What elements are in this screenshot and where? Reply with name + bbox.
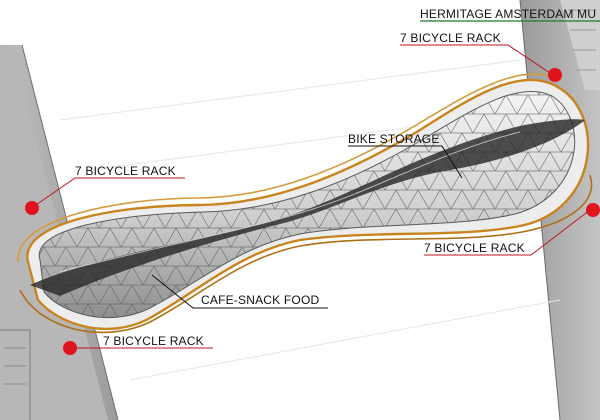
- label-cafe: CAFE-SNACK FOOD: [201, 293, 319, 307]
- pavilion-spine: [30, 119, 585, 296]
- pavilion-edge-bottom: [19, 174, 593, 334]
- leader-lines: [32, 20, 600, 349]
- pavilion-edge-top: [17, 73, 561, 263]
- label-bike-storage: BIKE STORAGE: [348, 132, 440, 146]
- pavilion-lattice: [39, 91, 575, 318]
- pavilion-structure: [17, 73, 593, 334]
- label-rack-top-right: 7 BICYCLE RACK: [400, 31, 501, 45]
- label-rack-bottom-left: 7 BICYCLE RACK: [103, 334, 204, 348]
- rack-marker-left: [25, 201, 39, 215]
- leader-rack-right: [424, 209, 591, 256]
- rack-marker-bottom-left: [63, 341, 77, 355]
- leader-bike-storage: [348, 145, 463, 179]
- rack-marker-right: [586, 203, 600, 217]
- bicycle-rack-markers: [25, 68, 600, 355]
- rack-marker-top-right: [548, 68, 562, 82]
- leader-rack-top-right: [400, 44, 554, 76]
- leader-rack-left: [32, 177, 185, 208]
- label-rack-right: 7 BICYCLE RACK: [424, 241, 525, 255]
- label-museum: HERMITAGE AMSTERDAM MU: [420, 7, 596, 21]
- leader-cafe: [151, 274, 328, 309]
- label-rack-left: 7 BICYCLE RACK: [75, 164, 176, 178]
